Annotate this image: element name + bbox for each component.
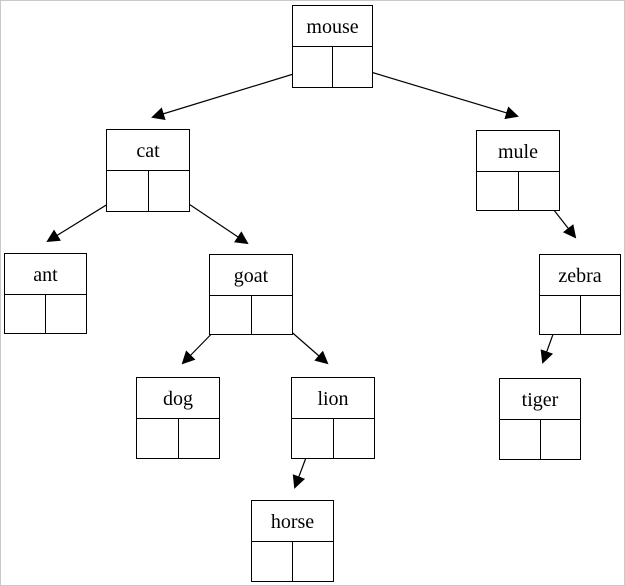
node-dog: dog — [136, 377, 220, 459]
node-cat-right-pointer-cell — [149, 171, 190, 211]
node-mouse: mouse — [292, 5, 373, 88]
node-zebra-right-pointer-cell — [581, 296, 621, 334]
node-mule: mule — [476, 130, 560, 211]
node-ant-left-pointer-cell — [5, 295, 46, 333]
node-horse-label: horse — [252, 501, 333, 542]
node-dog-label: dog — [137, 378, 219, 419]
node-mule-right-pointer-cell — [519, 172, 560, 210]
node-dog-pointers — [137, 419, 219, 458]
node-cat-pointers — [107, 171, 189, 211]
node-cat: cat — [106, 129, 190, 212]
node-goat: goat — [209, 254, 293, 335]
edge-mouse-right-to-mule — [353, 66, 519, 120]
node-tiger: tiger — [499, 378, 581, 460]
node-mouse-label: mouse — [293, 6, 372, 47]
node-cat-label: cat — [107, 130, 189, 171]
node-lion-pointers — [292, 419, 374, 458]
node-ant: ant — [4, 253, 87, 334]
node-goat-right-pointer-cell — [252, 296, 293, 334]
node-horse-left-pointer-cell — [252, 542, 293, 581]
node-mule-label: mule — [477, 131, 559, 172]
node-tiger-pointers — [500, 420, 580, 459]
node-mule-left-pointer-cell — [477, 172, 519, 210]
node-tiger-right-pointer-cell — [541, 420, 581, 459]
node-zebra-pointers — [540, 296, 620, 334]
node-dog-right-pointer-cell — [179, 419, 220, 458]
edge-mouse-left-to-cat — [151, 67, 314, 121]
node-goat-label: goat — [210, 255, 292, 296]
node-ant-pointers — [5, 295, 86, 333]
node-horse-pointers — [252, 542, 333, 581]
node-horse-right-pointer-cell — [293, 542, 333, 581]
node-cat-left-pointer-cell — [107, 171, 149, 211]
node-mouse-right-pointer-cell — [333, 47, 372, 87]
node-lion-left-pointer-cell — [292, 419, 334, 458]
node-zebra: zebra — [539, 254, 621, 335]
node-mouse-pointers — [293, 47, 372, 87]
node-lion-label: lion — [292, 378, 374, 419]
node-ant-label: ant — [5, 254, 86, 295]
node-zebra-left-pointer-cell — [540, 296, 581, 334]
node-goat-left-pointer-cell — [210, 296, 252, 334]
node-dog-left-pointer-cell — [137, 419, 179, 458]
node-lion-right-pointer-cell — [334, 419, 375, 458]
node-tiger-left-pointer-cell — [500, 420, 541, 459]
node-goat-pointers — [210, 296, 292, 334]
node-tiger-label: tiger — [500, 379, 580, 420]
node-mouse-left-pointer-cell — [293, 47, 333, 87]
node-zebra-label: zebra — [540, 255, 620, 296]
node-horse: horse — [251, 500, 334, 582]
node-ant-right-pointer-cell — [46, 295, 86, 333]
node-mule-pointers — [477, 172, 559, 210]
node-lion: lion — [291, 377, 375, 459]
